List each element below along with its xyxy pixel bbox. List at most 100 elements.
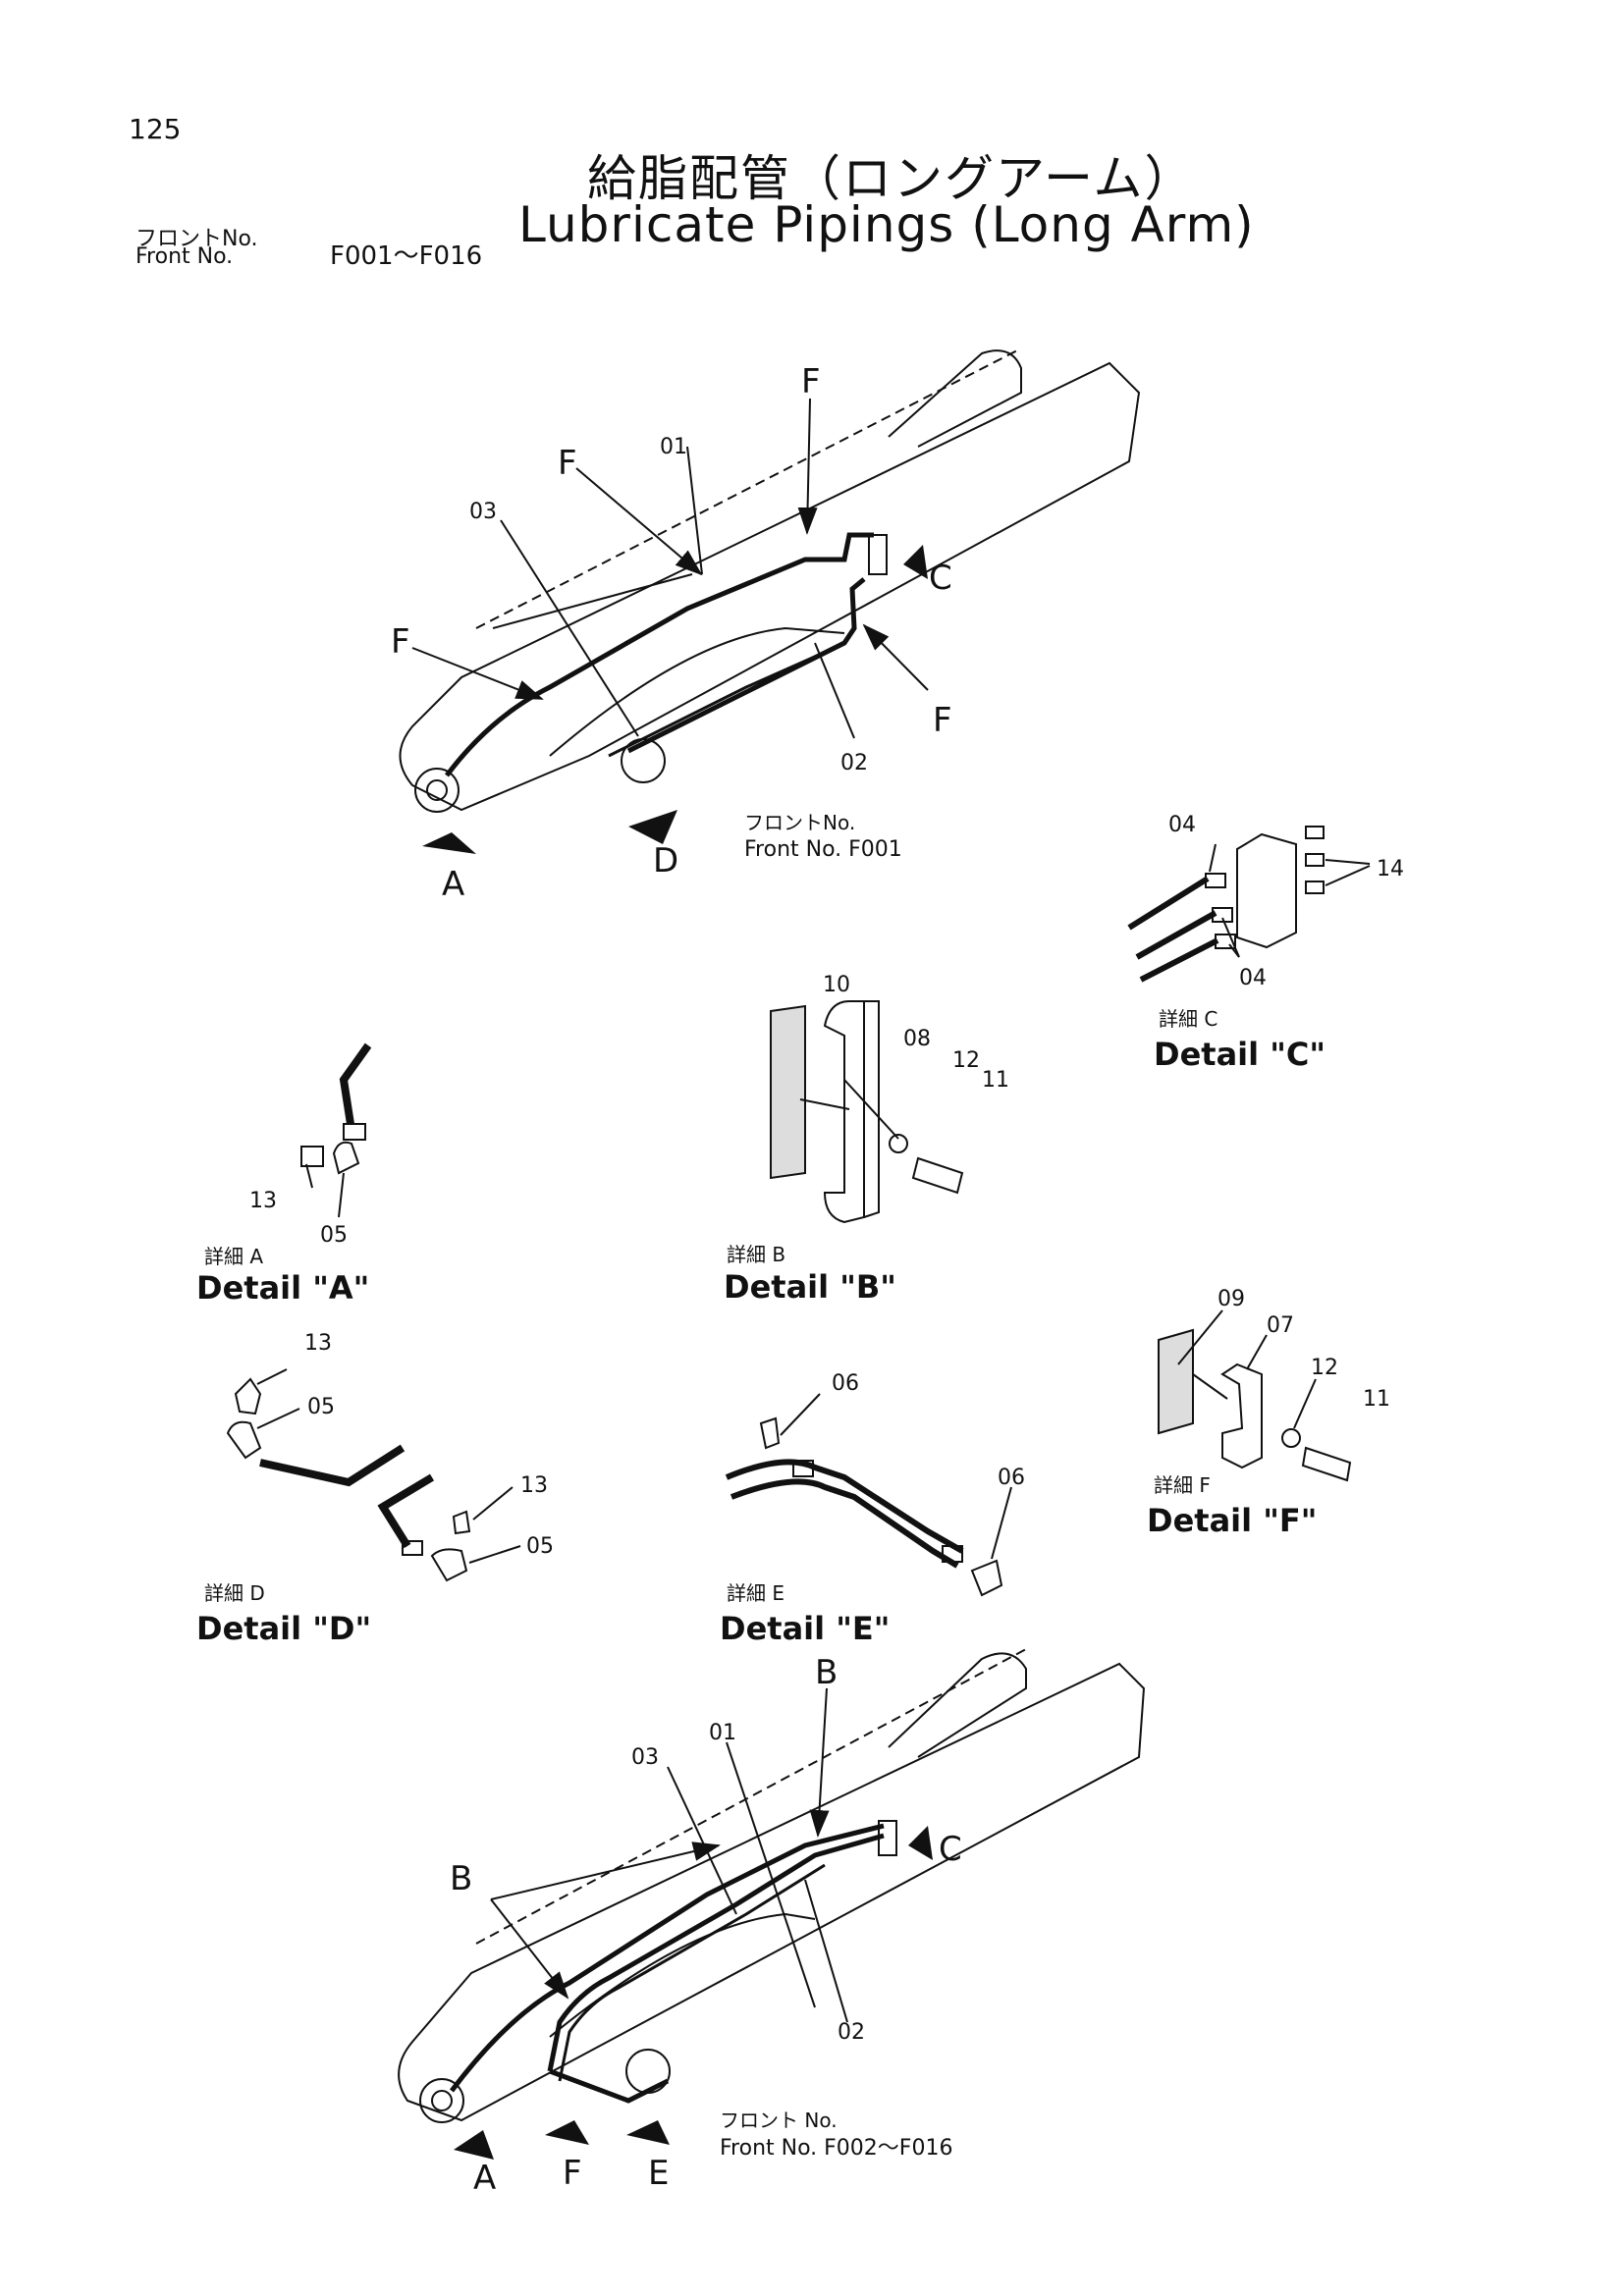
bottom-arrow-a-icon [454, 2130, 494, 2160]
top-part-02: 02 [840, 751, 868, 775]
bottom-marker-b1: B [815, 1653, 838, 1692]
detail-f-labels: 09 07 12 11 詳細 F Detail "F" [1147, 1287, 1390, 1539]
detail-e-part-06a: 06 [832, 1371, 859, 1396]
detail-d-drawing [226, 1368, 521, 1582]
top-marker-a: A [442, 865, 464, 904]
detail-c-part-04a: 04 [1168, 813, 1196, 837]
detail-c-drawing [1127, 826, 1371, 983]
detail-e-labels: 06 06 詳細 E Detail "E" [720, 1371, 1025, 1647]
detail-b-labels: 10 08 12 11 詳細 B Detail "B" [724, 973, 1009, 1306]
bottom-arm-bracket [888, 1652, 1027, 1758]
top-arm-view [399, 347, 1141, 813]
top-block-c [868, 534, 888, 575]
detail-d-part-13a: 13 [304, 1331, 332, 1356]
bottom-direction-arrows [454, 1826, 933, 2160]
top-arrow-a-icon [422, 832, 476, 854]
detail-d-labels: 13 05 13 05 詳細 D Detail "D" [196, 1331, 554, 1647]
detail-b-drawing [770, 1000, 964, 1224]
bottom-front-en: Front No. F002～F016 [720, 2136, 952, 2161]
detail-a-part-05: 05 [320, 1223, 348, 1248]
top-pipe-03 [608, 646, 836, 758]
top-front-jp: フロントNo. [744, 811, 855, 834]
front-number-label-jp: フロントNo. [135, 227, 258, 251]
detail-d-caption-en: Detail "D" [196, 1610, 371, 1647]
top-marker-f3: F [801, 362, 821, 401]
bottom-pipe-03 [558, 1863, 826, 2082]
detail-d-part-05a: 05 [307, 1395, 335, 1419]
detail-f-caption-jp: 詳細 F [1154, 1473, 1211, 1497]
detail-c-caption-jp: 詳細 C [1159, 1007, 1217, 1031]
bottom-pipe-02 [547, 1833, 885, 2072]
detail-f-part-11: 11 [1363, 1387, 1390, 1412]
top-arrow-d-icon [628, 810, 677, 844]
top-marker-f1: F [391, 622, 410, 662]
top-marker-c: C [929, 559, 952, 598]
detail-b-caption-jp: 詳細 B [727, 1243, 785, 1266]
bottom-arrow-f-icon [545, 2120, 589, 2145]
detail-f-part-07: 07 [1267, 1313, 1294, 1338]
top-front-en: Front No. F001 [744, 837, 902, 862]
top-part-03: 03 [469, 500, 497, 524]
front-number-label-en: Front No. [135, 244, 234, 269]
top-pipe-02 [626, 577, 866, 754]
bottom-block-c [878, 1820, 897, 1856]
detail-d-part-05b: 05 [526, 1534, 554, 1559]
bottom-marker-a: A [473, 2159, 496, 2198]
bottom-arrow-c-icon [908, 1826, 933, 1860]
detail-f-drawing [1158, 1309, 1352, 1482]
detail-a-drawing [300, 1042, 372, 1218]
detail-f-part-12: 12 [1311, 1356, 1338, 1380]
bottom-arm-outline [398, 1662, 1146, 2122]
bottom-arrow-e-icon [626, 2120, 670, 2145]
top-marker-d: D [653, 841, 678, 881]
top-arm-labels: F F F F C A D 01 02 03 フロントNo. Front No.… [391, 362, 952, 904]
bottom-marker-f: F [563, 2154, 582, 2193]
bottom-marker-c: C [939, 1830, 962, 1869]
detail-a-part-13: 13 [249, 1189, 277, 1213]
detail-b-part-08: 08 [903, 1027, 931, 1051]
detail-e-part-06b: 06 [998, 1466, 1025, 1490]
top-part-01: 01 [660, 435, 687, 459]
detail-b-part-11: 11 [982, 1068, 1009, 1093]
detail-a-labels: 13 05 詳細 A Detail "A" [196, 1189, 369, 1307]
bottom-arm-labels: B B C A F E 01 02 03 フロント No. Front No. … [450, 1653, 962, 2198]
detail-a-caption-jp: 詳細 A [204, 1245, 263, 1268]
detail-e-drawing [725, 1393, 1012, 1597]
bottom-marker-e: E [648, 2154, 669, 2193]
detail-f-part-09: 09 [1217, 1287, 1245, 1311]
top-arm-bracket [888, 349, 1022, 448]
top-arm-outline [399, 361, 1141, 812]
top-marker-f4: F [933, 701, 952, 740]
bottom-marker-b2: B [450, 1859, 472, 1898]
title-english: Lubricate Pipings (Long Arm) [518, 196, 1255, 253]
bottom-part-02: 02 [838, 2020, 865, 2045]
detail-c-part-14: 14 [1377, 857, 1404, 881]
detail-d-part-13b: 13 [520, 1473, 548, 1498]
detail-c-part-04b: 04 [1239, 966, 1267, 990]
bottom-front-jp: フロント No. [720, 2109, 838, 2132]
bottom-arm-pin [419, 2078, 464, 2123]
detail-a-caption-en: Detail "A" [196, 1269, 369, 1307]
title-japanese: 給脂配管（ロングアーム） [587, 150, 1196, 207]
detail-b-caption-en: Detail "B" [724, 1268, 896, 1306]
detail-b-part-12: 12 [952, 1048, 980, 1073]
top-direction-arrows [422, 545, 928, 854]
top-pipe-01 [445, 532, 874, 777]
top-arrow-c-icon [903, 545, 928, 579]
detail-f-caption-en: Detail "F" [1147, 1502, 1317, 1539]
detail-c-caption-en: Detail "C" [1154, 1036, 1325, 1073]
detail-d-caption-jp: 詳細 D [204, 1581, 265, 1605]
bottom-arm-view [398, 1648, 1146, 2123]
page-number: 125 [129, 113, 182, 145]
bottom-pipe-01 [450, 1823, 885, 2093]
detail-b-part-10: 10 [823, 973, 850, 997]
detail-e-caption-jp: 詳細 E [727, 1581, 784, 1605]
bottom-part-01: 01 [709, 1721, 736, 1745]
detail-e-caption-en: Detail "E" [720, 1610, 890, 1647]
bottom-part-03: 03 [631, 1745, 659, 1770]
top-marker-f2: F [558, 444, 577, 483]
front-number-range: F001～F016 [330, 241, 483, 271]
top-arm-pin [414, 768, 460, 813]
detail-c-labels: 04 14 04 詳細 C Detail "C" [1154, 813, 1404, 1073]
